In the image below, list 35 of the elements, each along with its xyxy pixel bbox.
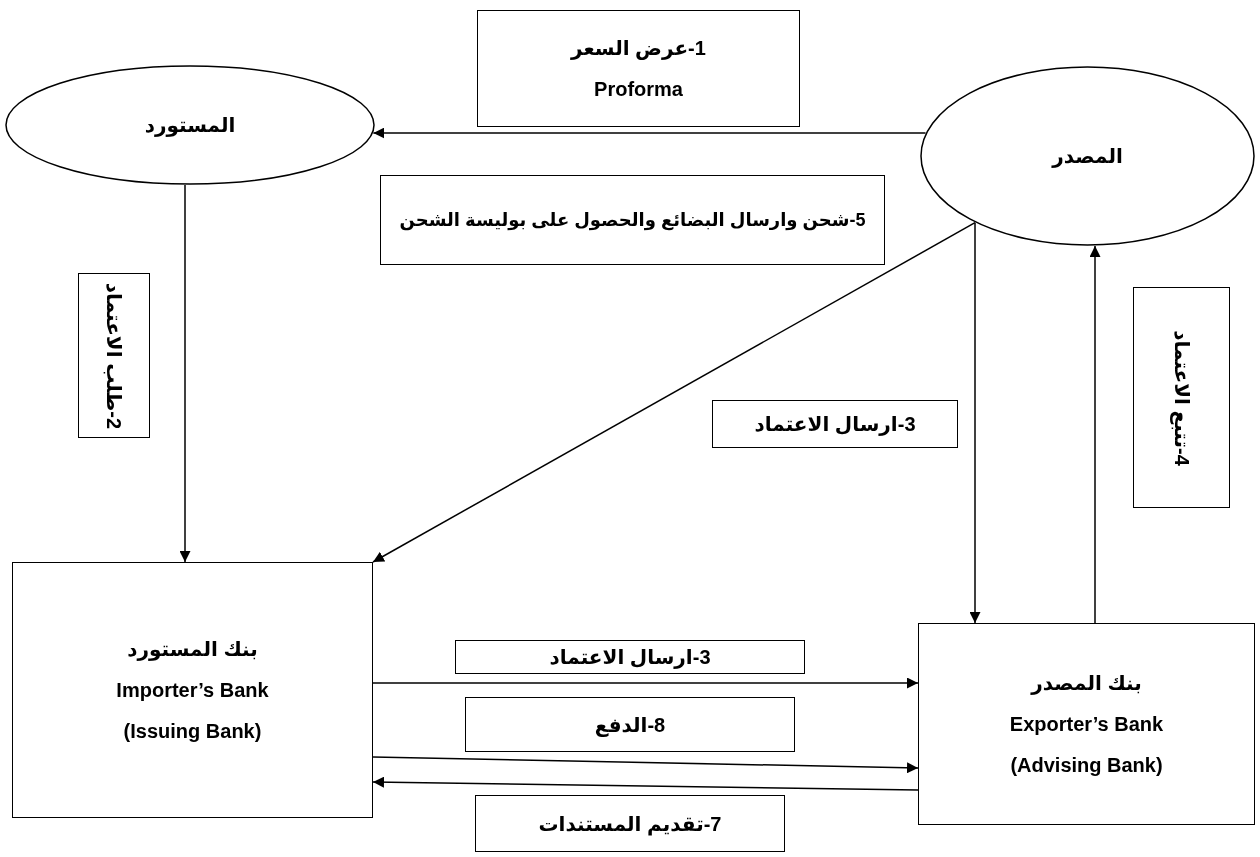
arrow [372,127,927,139]
arrow [372,221,976,563]
box-text: 3-ارسال الاعتماد [549,645,711,669]
box-text: المصدر [1052,144,1123,168]
box-text: بنك المصدر [1031,671,1142,695]
process-box [475,795,785,852]
process-box [465,697,795,752]
box-text: 4-تتبع الاعتماد [1169,329,1194,466]
arrow [179,184,191,563]
box-text: 2-طلب الاعتماد [102,282,126,429]
process-box [477,10,800,127]
process-box [712,400,958,448]
arrow [372,756,919,774]
process-box [918,623,1255,825]
box-text: 3-ارسال الاعتماد [754,412,916,436]
arrow [372,776,919,791]
box-text: 8-الدفع [594,712,666,737]
process-box [455,640,805,674]
step-label-box [1133,287,1230,508]
box-text: المستورد [144,113,236,137]
arrow [1089,245,1101,624]
step-label-box [78,273,150,438]
box-text: 5-شحن وارسال البضائع والحصول على بوليسة الشحن [399,209,866,231]
arrow [969,221,981,624]
box-text: (Advising Bank) [1010,754,1163,777]
box-text: 7-تقديم المستندات [538,811,722,836]
box-text: Importer’s Bank [116,679,269,702]
box-text: 1-عرض السعر [571,36,706,60]
process-box [380,175,885,265]
process-box [12,562,373,818]
box-text: Exporter’s Bank [1009,713,1164,736]
box-text: Proforma [594,78,683,101]
box-text: بنك المستورد [127,637,258,661]
box-text: (Issuing Bank) [123,720,262,743]
arrow [372,677,919,689]
